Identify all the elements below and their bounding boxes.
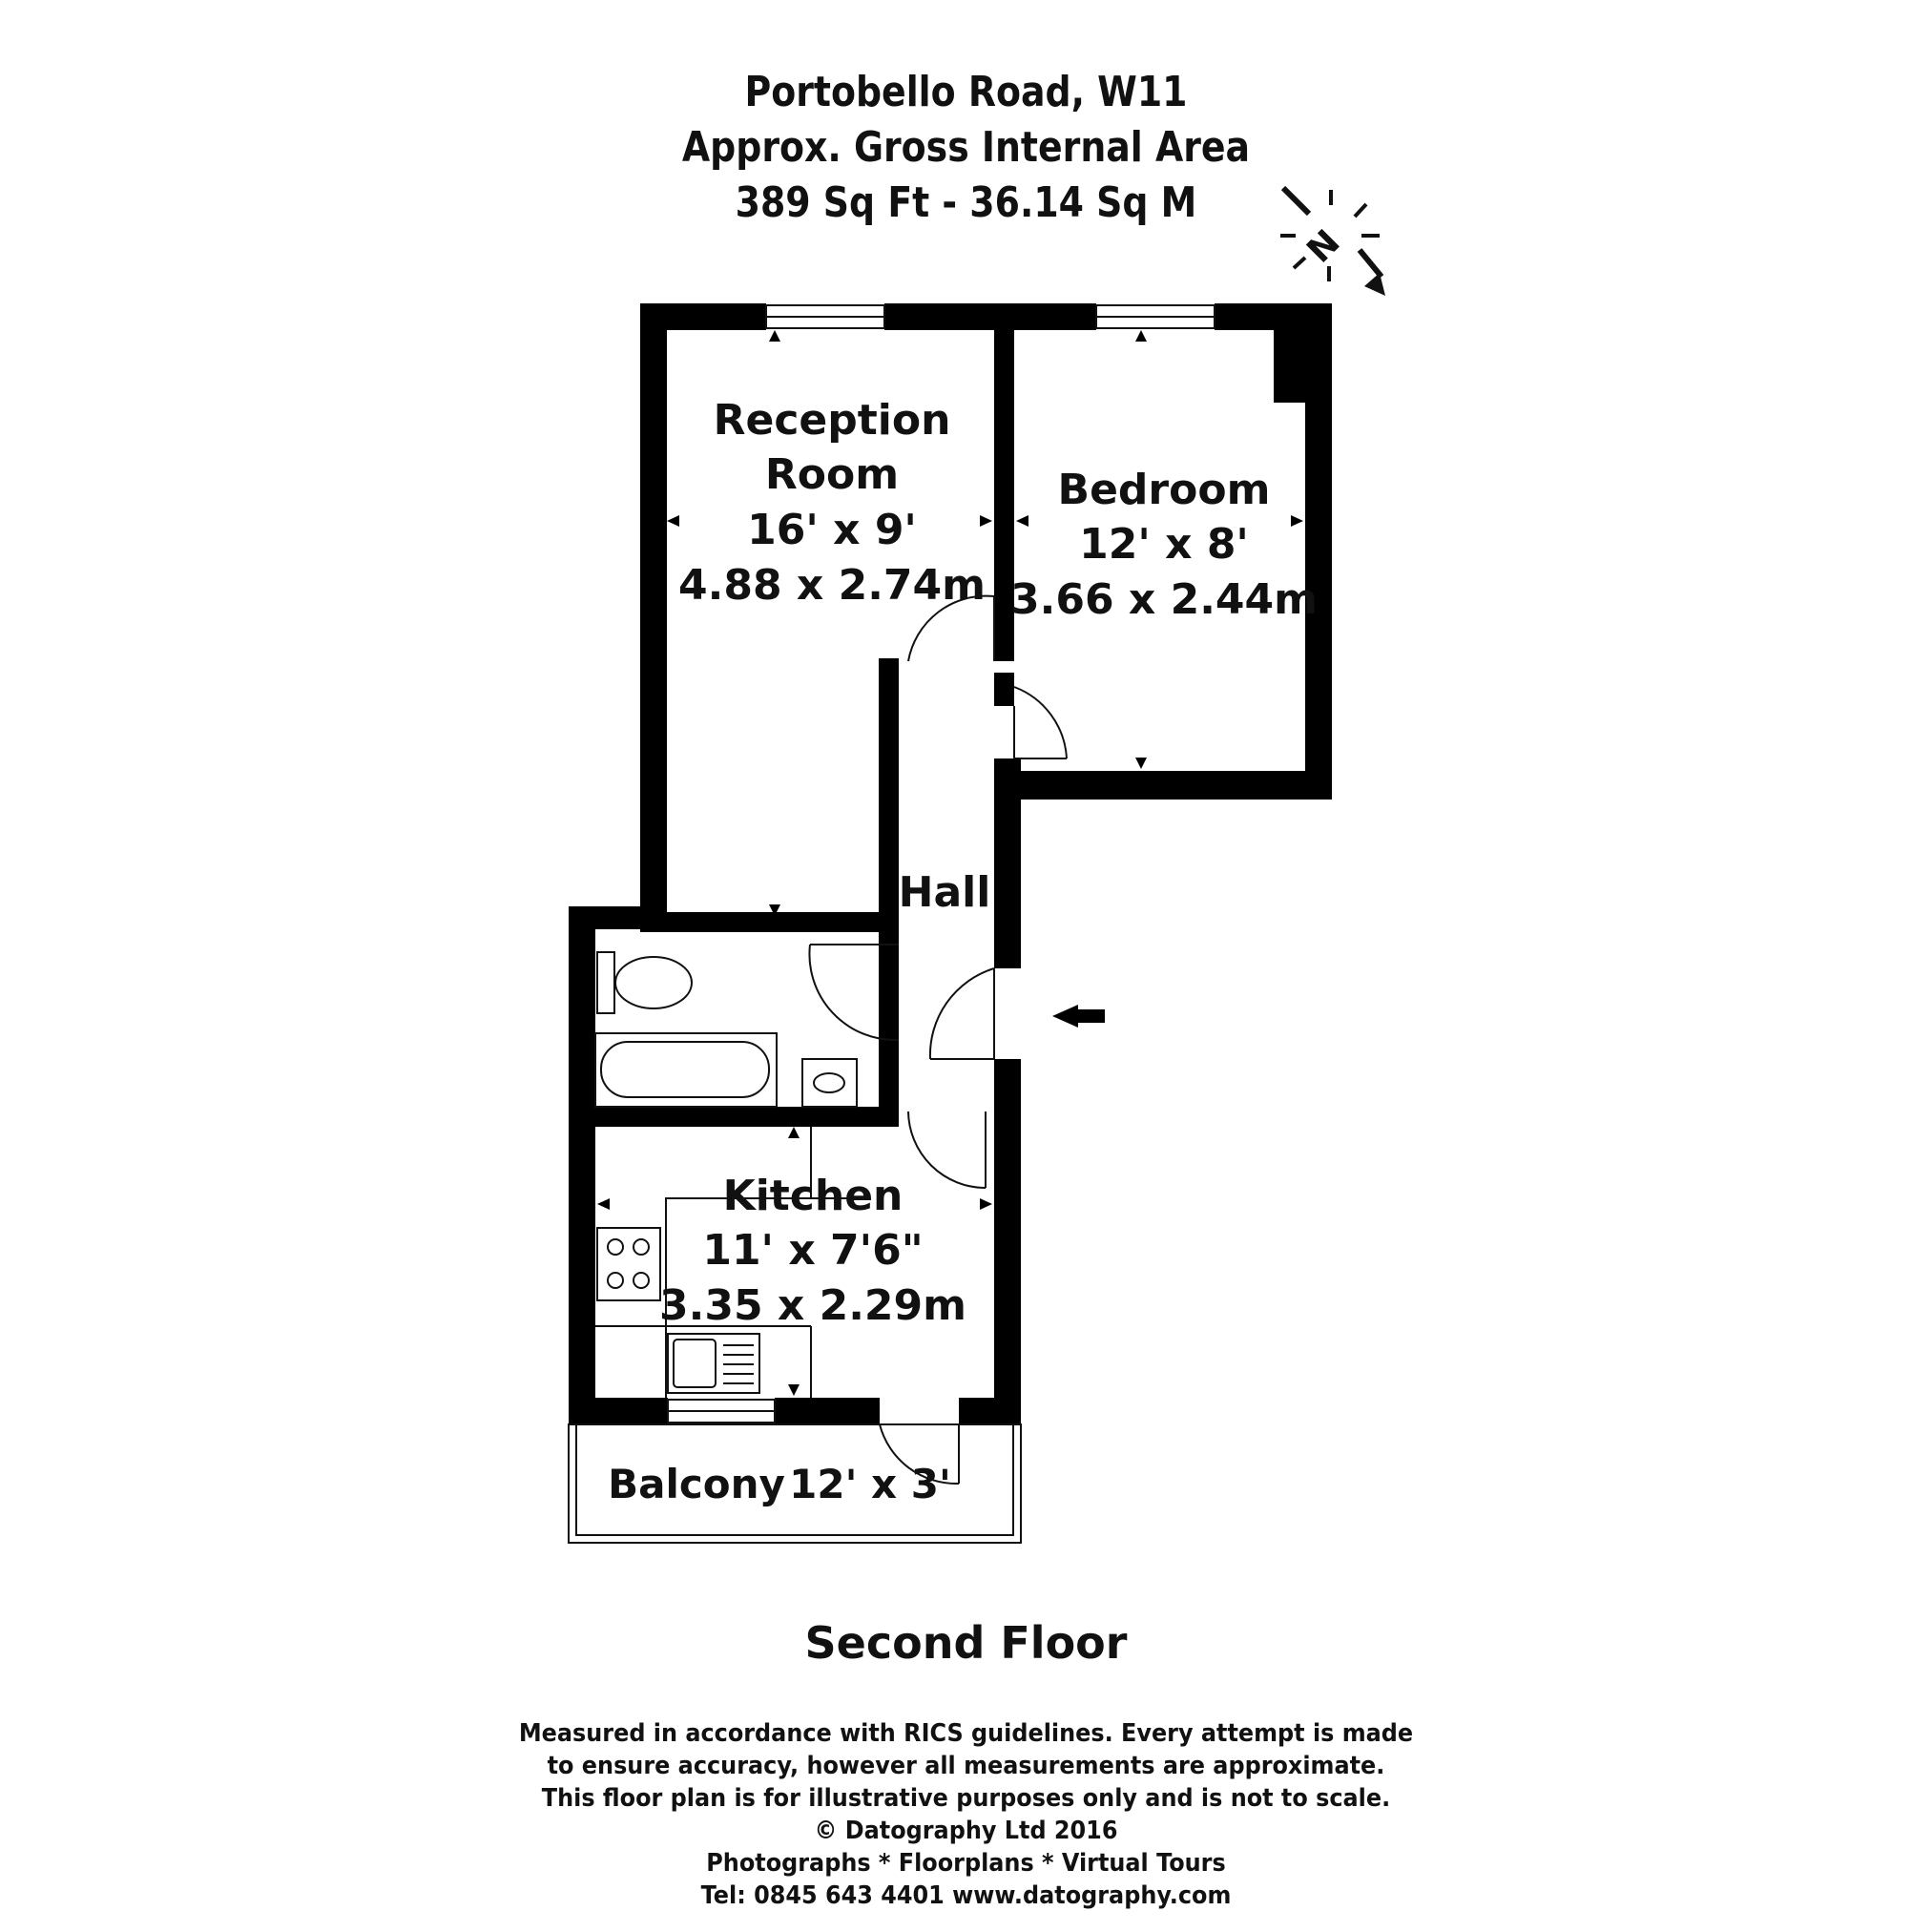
bedroom-name: Bedroom <box>1058 466 1271 514</box>
bedroom-imperial: 12' x 8' <box>1079 520 1249 569</box>
plan-header: Portobello Road, W11 Approx. Gross Inter… <box>0 65 1932 231</box>
dimension-markers <box>597 330 1303 1396</box>
reception-metric: 4.88 x 2.74m <box>678 561 986 610</box>
balcony-imperial: 12' x 3' <box>789 1461 951 1507</box>
entrance-arrow-icon <box>1052 1005 1105 1028</box>
area-value: 389 Sq Ft - 36.14 Sq M <box>735 178 1197 227</box>
reception-imperial: 16' x 9' <box>747 506 917 554</box>
compass-icon <box>1280 185 1385 296</box>
balcony-name: Balcony <box>608 1461 785 1507</box>
reception-name-line2: Room <box>765 450 899 499</box>
basin-icon <box>801 1058 858 1108</box>
footer-line: to ensure accuracy, however all measurem… <box>547 1752 1385 1780</box>
area-label: Approx. Gross Internal Area <box>681 123 1251 172</box>
reception-name-line1: Reception <box>714 396 951 445</box>
bedroom-metric: 3.66 x 2.44m <box>1010 575 1318 624</box>
footer-contact: Tel: 0845 643 4401 www.datography.com <box>700 1881 1232 1910</box>
balcony-outline <box>568 1423 1022 1544</box>
kitchen-name: Kitchen <box>723 1172 904 1220</box>
footer-line: This floor plan is for illustrative purp… <box>541 1784 1391 1813</box>
walls <box>569 303 1332 1424</box>
hall-name: Hall <box>899 868 991 917</box>
toilet-icon <box>614 956 693 1009</box>
floor-label: Second Floor <box>804 1617 1128 1669</box>
disclaimer-footer: Measured in accordance with RICS guideli… <box>0 1717 1932 1912</box>
footer-copyright: © Datography Ltd 2016 <box>814 1817 1118 1845</box>
windows <box>667 304 1215 1423</box>
doors <box>808 594 1068 1485</box>
kitchen-metric: 3.35 x 2.29m <box>659 1281 966 1330</box>
toilet-cistern-icon <box>596 951 615 1014</box>
compass-letter: N <box>1299 222 1347 270</box>
bathroom-fixtures <box>594 951 858 1108</box>
bath-icon <box>594 1032 778 1108</box>
sink-icon <box>667 1333 760 1394</box>
address-title: Portobello Road, W11 <box>744 68 1188 116</box>
footer-line: Measured in accordance with RICS guideli… <box>518 1719 1414 1748</box>
kitchen-imperial: 11' x 7'6" <box>702 1226 923 1275</box>
footer-services: Photographs * Floorplans * Virtual Tours <box>706 1849 1226 1878</box>
kitchen-fixtures <box>595 1127 859 1398</box>
hob-icon <box>596 1227 661 1301</box>
